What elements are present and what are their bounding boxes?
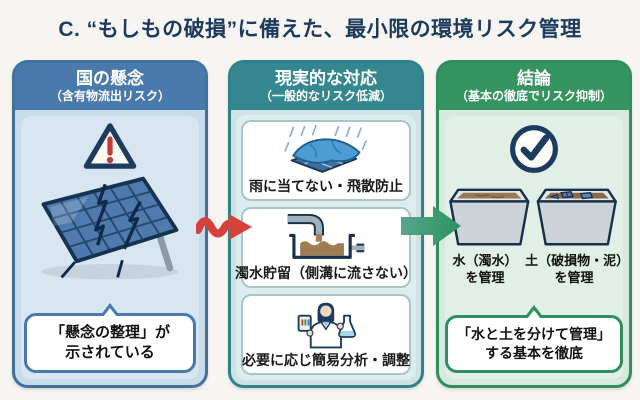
response-header: 現実的な対応 （一般的なリスク低減） [231,63,421,110]
broken-solar-panel-illustration [41,176,179,280]
response-caption-analysis: 必要に応じ簡易分析・調整 [242,351,410,368]
conclusion-bubble-line2: する基本を徹底 [485,345,583,362]
panel-realistic-response: 現実的な対応 （一般的なリスク低減） [228,60,424,388]
block-arrow-right-icon [401,206,461,246]
response-title: 現実的な対応 [275,69,377,88]
conclusion-bubble-line1: 「水と土を分けて管理」 [457,326,611,343]
response-item-water-storage: 濁水貯留（側溝に流さない） [235,206,417,288]
concern-bubble-line2: 示されている [65,343,155,361]
soil-management-label: 土（破損物・泥） を管理 [525,252,630,285]
concern-callout-bubble: 「懸念の整理」が 示されている [24,302,196,373]
muddy-water-tank-illustration [287,213,365,259]
concern-body: 「懸念の整理」が 示されている [21,115,199,379]
warning-triangle-icon [83,123,137,169]
scientist-analysis-illustration [297,302,357,349]
wavy-arrow-right-icon [196,214,252,240]
container-labels: 水（濁水） を管理 土（破損物・泥） を管理 [445,252,630,287]
page-title: C. “もしもの破損”に備えた、最小限の環境リスク管理 [58,18,582,41]
check-circle-icon [510,125,558,173]
water-and-soil-containers-illustration [449,188,617,246]
conclusion-header: 結論 （基本の徹底でリスク抑制） [439,63,629,110]
response-body: 雨に当てない・飛散防止 濁水貯留（側溝に流さない） [235,114,417,380]
water-management-label: 水（濁水） を管理 [452,252,518,285]
response-caption-storage: 濁水貯留（側溝に流さない） [235,264,417,281]
conclusion-title: 結論 [517,69,551,88]
panel-national-concern: 国の懸念 （含有物流出リスク） [12,60,208,388]
conclusion-body: 水（濁水） を管理 土（破損物・泥） を管理 「水と土を分けて管理」 する基本を… [445,115,630,379]
concern-header: 国の懸念 （含有物流出リスク） [15,63,205,110]
tarp-covered-panel-rain-illustration [283,124,367,173]
concern-subtitle: （含有物流出リスク） [49,89,170,104]
response-caption-rain: 雨に当てない・飛散防止 [249,177,403,194]
concern-title: 国の懸念 [76,69,144,88]
response-item-rain-protection: 雨に当てない・飛散防止 [241,119,411,201]
conclusion-subtitle: （基本の徹底でリスク抑制） [455,89,612,104]
panel-conclusion: 結論 （基本の徹底でリスク抑制） [436,60,632,388]
response-item-analysis: 必要に応じ簡易分析・調整 [241,293,411,375]
concern-bubble-line1: 「懸念の整理」が [49,323,170,341]
response-subtitle: （一般的なリスク低減） [259,89,392,104]
conclusion-callout-bubble: 「水と土を分けて管理」 する基本を徹底 [445,305,623,373]
